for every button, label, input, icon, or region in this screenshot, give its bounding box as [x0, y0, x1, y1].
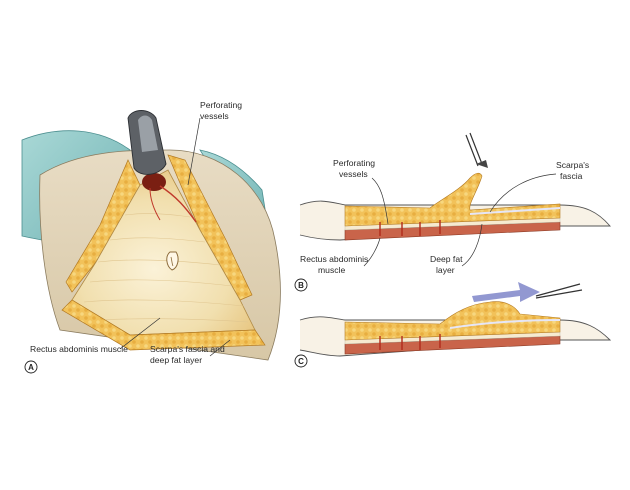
leader-perforating-a — [187, 117, 201, 186]
label-deepfat-b: Deep fat layer — [430, 254, 465, 275]
label-perforating-vessels-a: Perforating vessels — [200, 100, 244, 121]
umbilicus — [166, 251, 179, 271]
label-perforating-vessels-b: Perforating vessels — [333, 158, 377, 179]
lower-fat-rim — [61, 299, 266, 351]
fascia-fibers — [83, 213, 249, 323]
panel-a-badge — [24, 360, 38, 374]
forceps-icon — [465, 132, 483, 167]
blood-vessel — [159, 185, 197, 223]
scarpa-fascia-line-b — [469, 207, 561, 215]
label-rectus-b: Rectus abdominis muscle — [300, 254, 371, 275]
label-rectus-a: Rectus abdominis muscle — [30, 344, 128, 354]
leader-rectus-b — [363, 237, 381, 267]
panel-b: Perforating vessels Scarpa's fascia Rect… — [294, 132, 611, 292]
panel-b-letter: B — [298, 281, 304, 290]
scarpa-fascia-line-c — [449, 319, 561, 329]
scissors-icon — [535, 283, 583, 299]
leader-rectus-a — [119, 317, 161, 350]
panel-c-badge — [294, 354, 308, 368]
leader-scarpa-b — [489, 173, 557, 213]
panel-c: C — [294, 282, 612, 368]
panel-c-letter: C — [298, 357, 304, 366]
fat-layer-c — [344, 301, 561, 341]
leader-deepfat-b — [461, 223, 483, 267]
perforators-b — [379, 220, 441, 236]
leader-scarpa-a — [209, 339, 231, 357]
leader-perforating-b — [371, 177, 389, 225]
panel-a: Perforating vessels Rectus abdominis mus… — [21, 100, 281, 374]
panel-a-letter: A — [28, 363, 34, 372]
dissection-direction-arrow — [472, 282, 540, 302]
label-scarpa-a: Scarpa's fascia and deep fat layer — [150, 344, 227, 365]
panel-b-badge — [294, 278, 308, 292]
blood-vessel-2 — [149, 187, 161, 221]
label-scarpa-b: Scarpa's fascia — [556, 160, 592, 181]
fat-layer-b — [344, 172, 561, 227]
perforators-c — [379, 334, 441, 350]
